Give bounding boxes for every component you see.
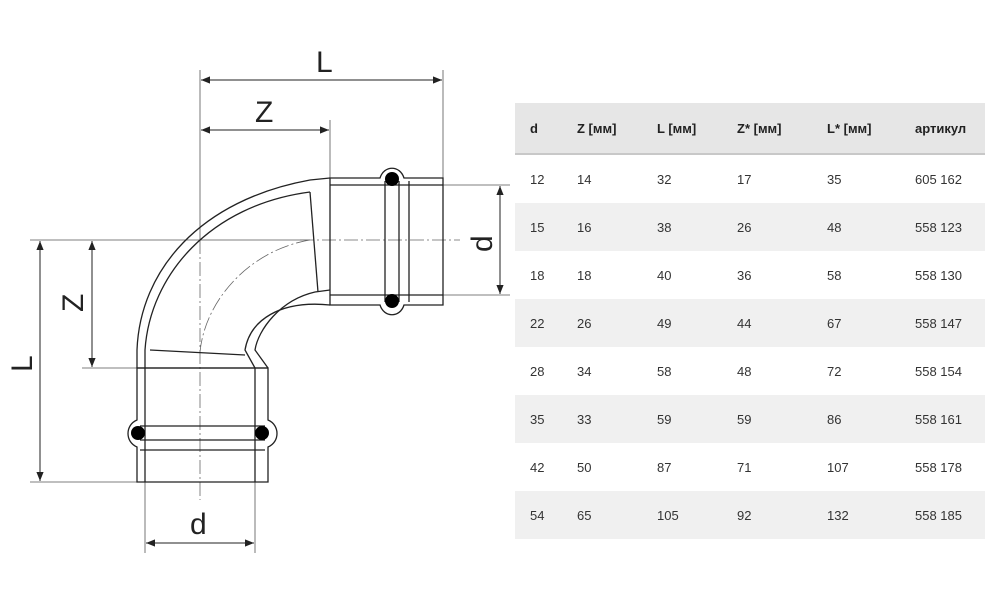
- table-cell: 17: [737, 171, 752, 187]
- dim-label-left-Z: Z: [57, 294, 90, 312]
- table-cell: 87: [657, 459, 672, 475]
- dim-label-top-Z: Z: [255, 96, 273, 129]
- column-header-l: L [мм]: [657, 103, 737, 155]
- table-cell: 28: [530, 363, 545, 379]
- table-cell: 558 147: [915, 299, 985, 347]
- table-cell: 65: [577, 491, 657, 539]
- table-cell: 40: [657, 267, 672, 283]
- table-header-row: d Z [мм] L [мм] Z* [мм] L* [мм] артикул: [515, 103, 985, 155]
- table-cell: 558 130: [915, 267, 962, 283]
- o-rings: [131, 172, 399, 440]
- table-cell: 22: [515, 299, 577, 347]
- table-row: 18 18 40 36 58 558 130: [515, 251, 985, 299]
- table-cell: 16: [577, 203, 657, 251]
- column-header-z: Z [мм]: [577, 103, 657, 155]
- table-cell: 92: [737, 491, 827, 539]
- table-cell: 35: [515, 395, 577, 443]
- dimensions-table: d Z [мм] L [мм] Z* [мм] L* [мм] артикул …: [515, 103, 985, 539]
- table-cell: 50: [577, 459, 592, 475]
- dim-label-left-L: L: [6, 355, 39, 372]
- dimension-lines: [36, 76, 504, 547]
- dim-label-right-d: d: [466, 235, 499, 252]
- table-cell: 15: [515, 203, 577, 251]
- table-cell: 35: [827, 171, 842, 187]
- table-cell: 558 123: [915, 203, 985, 251]
- table-cell: 32: [657, 171, 672, 187]
- table-row: 12 14 32 17 35 605 162: [515, 154, 985, 203]
- fitting-body: [127, 167, 444, 483]
- o-ring-icon: [255, 426, 269, 440]
- table-cell: 558 178: [915, 459, 962, 475]
- table-cell: 59: [737, 395, 827, 443]
- table-cell: 38: [657, 203, 737, 251]
- table-cell: 49: [657, 299, 737, 347]
- table-cell: 42: [530, 459, 545, 475]
- table-cell: 71: [737, 459, 752, 475]
- table-cell: 58: [827, 267, 842, 283]
- o-ring-icon: [385, 172, 399, 186]
- table-row: 28 34 58 48 72 558 154: [515, 347, 985, 395]
- column-header-l-star: L* [мм]: [827, 103, 915, 155]
- column-header-article: артикул: [915, 103, 985, 155]
- table-row: 42 50 87 71 107 558 178: [515, 443, 985, 491]
- table-cell: 67: [827, 299, 915, 347]
- table-cell: 54: [515, 491, 577, 539]
- elbow-fitting-drawing: L Z L Z d d: [6, 46, 510, 553]
- dim-label-top-L: L: [316, 46, 333, 79]
- o-ring-icon: [385, 294, 399, 308]
- table-cell: 18: [530, 267, 545, 283]
- o-ring-icon: [131, 426, 145, 440]
- extension-lines: [30, 70, 510, 553]
- table-cell: 107: [827, 459, 849, 475]
- table-cell: 72: [827, 363, 842, 379]
- dim-label-bottom-d: d: [190, 508, 207, 541]
- column-header-z-star: Z* [мм]: [737, 103, 827, 155]
- table-cell: 59: [657, 395, 737, 443]
- table-cell: 558 161: [915, 395, 985, 443]
- column-header-d: d: [515, 103, 577, 155]
- table-cell: 36: [737, 267, 752, 283]
- table-cell: 605 162: [915, 171, 962, 187]
- table-cell: 132: [827, 491, 915, 539]
- table-cell: 44: [737, 299, 827, 347]
- table-cell: 58: [657, 363, 672, 379]
- table-cell: 34: [577, 363, 592, 379]
- table-cell: 558 185: [915, 491, 985, 539]
- centerlines: [199, 239, 460, 500]
- table-cell: 26: [577, 299, 657, 347]
- table-cell: 14: [577, 171, 592, 187]
- table-cell: 33: [577, 395, 657, 443]
- table-cell: 86: [827, 395, 915, 443]
- table-cell: 18: [577, 267, 592, 283]
- table-cell: 48: [827, 203, 915, 251]
- table-cell: 105: [657, 491, 737, 539]
- table-cell: 48: [737, 363, 752, 379]
- table-cell: 26: [737, 203, 827, 251]
- table-cell: 558 154: [915, 363, 962, 379]
- table-cell: 12: [530, 171, 545, 187]
